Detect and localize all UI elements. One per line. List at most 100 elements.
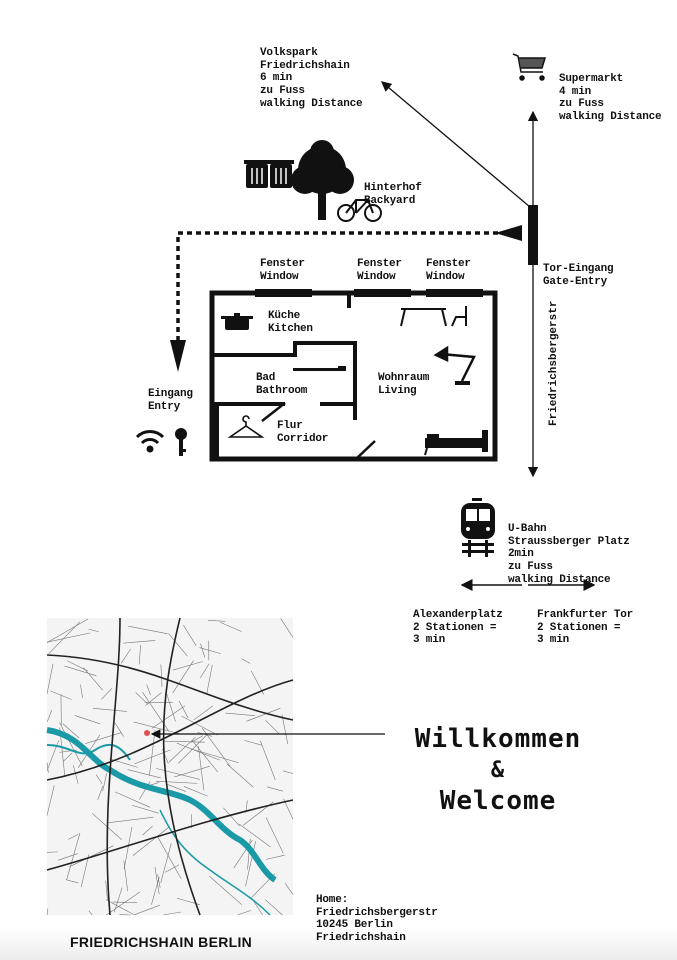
map-street [113,887,123,913]
ubahn-train-icon [461,498,495,557]
map-street [238,823,271,848]
text-line: Wohnraum [378,372,430,384]
map-street [64,665,97,677]
text-line: Tor-Eingang [543,263,614,276]
window-1 [255,289,312,297]
text-line: Entry [148,400,181,413]
map-street [73,765,79,784]
bottom-fade [0,928,677,960]
map-street [97,785,104,800]
text-line: Living [378,384,417,397]
desk-lamp-icon [433,345,476,385]
map-street [106,899,135,916]
map-street [265,854,285,860]
map-street [260,740,276,780]
diagram-graphics [46,53,596,916]
wifi-icon [135,430,165,453]
text-line: walking Distance [559,110,662,123]
welcome-line-en: Welcome [439,786,557,816]
text-line: zu Fuss [508,560,553,573]
map-street [245,840,256,887]
map-street [193,705,213,721]
map-street [46,908,49,916]
map-street [131,804,159,814]
text-line: walking Distance [260,97,363,110]
text-line: Friedrichsbergerstr [316,906,438,919]
map-street [181,715,218,736]
text-line: 10245 Berlin [316,919,393,932]
map-street [47,709,53,722]
map-street [168,737,196,763]
text-line: Fenster [357,258,402,270]
text-line: 2min [508,548,534,561]
footer-caption: FRIEDRICHSHAIN BERLIN [70,934,253,950]
text-line: zu Fuss [260,84,305,97]
map-street [246,707,281,722]
text-line: Gate-Entry [543,275,608,288]
text-line: Fenster [426,258,471,270]
map-street [120,648,131,664]
entry-arrowhead-icon [170,340,186,372]
map-street [168,633,188,657]
map-location-marker [144,730,150,736]
map-street [177,734,208,764]
map-street [223,807,240,827]
map-street [157,837,182,879]
table-chair-icon [400,306,467,327]
map-street [66,660,88,672]
map-street [167,784,187,792]
map-street [183,624,197,646]
map-street [207,619,226,622]
path-to-park-arrow [381,81,531,208]
map-street [132,826,170,856]
map-street [163,911,182,916]
map-street [209,876,243,906]
map-street [68,834,79,840]
berlin-map [46,617,294,916]
map-street [62,723,80,739]
map-street [244,740,263,746]
text-line: Hinterhof [364,182,422,195]
map-street [157,874,161,888]
map-street [155,780,198,784]
map-street [165,692,176,722]
map-street [59,722,83,767]
map-street [172,661,203,671]
map-street [199,663,210,679]
map-street [154,866,160,895]
map-street [139,644,141,665]
window-2 [354,289,411,297]
window-3 [426,289,483,297]
map-street [66,832,81,880]
gate-bar [528,205,538,265]
gate-arrowhead-icon [495,225,522,241]
text-line: Friedrichshain [316,931,406,944]
map-street [123,640,156,644]
map-street [183,786,208,797]
map-street [198,746,205,791]
map-street [58,853,78,861]
map-street [253,901,263,916]
map-street [241,658,251,664]
map-street [134,904,160,915]
map-street [266,786,283,792]
map-street [160,664,163,687]
map-street [114,722,124,737]
map-street [101,688,113,700]
text-line: U-Bahn [508,523,547,536]
map-street [123,826,133,869]
text-line: Window [426,270,465,283]
map-street [225,712,256,717]
text-line: Corridor [277,432,329,445]
map-street [135,692,148,705]
map-street [145,692,162,706]
